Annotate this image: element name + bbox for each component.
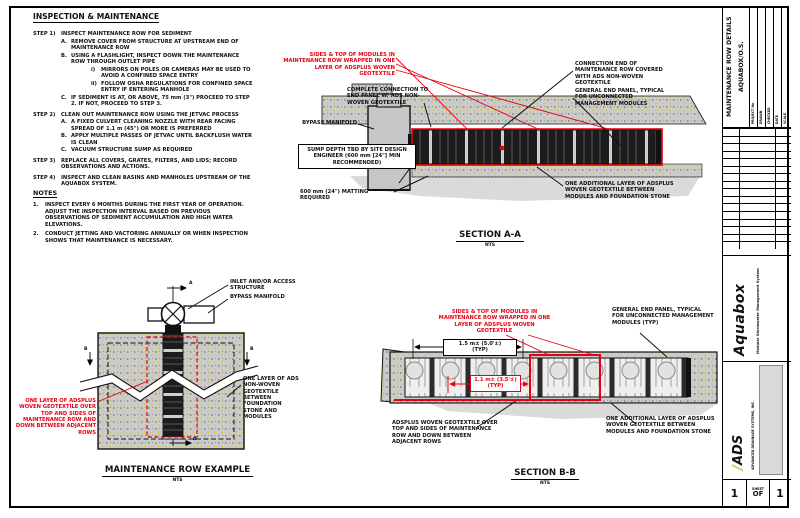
- title-block-field: SCALE: [781, 6, 789, 127]
- revision-row: [723, 218, 791, 227]
- plan-bypass-note: BYPASS MANIFOLD: [230, 294, 285, 300]
- inspection-step: STEP 4) INSPECT AND CLEAN BASINS AND MAN…: [33, 174, 251, 188]
- revision-row: [723, 158, 791, 166]
- section-bb-drawing: [380, 332, 718, 429]
- revision-row: [723, 135, 791, 144]
- cut-label-a-bottom: A: [193, 436, 197, 442]
- sheet-of-cell: SHEET OF: [746, 480, 769, 506]
- inspection-step: B. USING A FLASHLIGHT, INSPECT DOWN THE …: [61, 52, 240, 66]
- sheet-title-line1: MAINTENANCE ROW DETAILS: [726, 16, 733, 117]
- cut-label-b-right: B: [250, 346, 254, 352]
- bb-dim-module: 1.1 m± (3.5'±) (TYP): [470, 375, 521, 392]
- sheet-current-cell: 1: [730, 486, 739, 500]
- bb-title: SECTION B-B NTS: [480, 460, 610, 486]
- aa-foundation-note: ONE ADDITIONAL LAYER OF ADSPLUS WOVEN GE…: [565, 181, 674, 200]
- title-block-field: CHECKED: [765, 6, 773, 127]
- ads-logo-slash: /: [731, 465, 746, 470]
- brand-name: Aquabox: [732, 283, 748, 356]
- plan-title: MAINTENANCE ROW EXAMPLE NTS: [75, 457, 280, 483]
- title-block-gray-panel: [759, 365, 783, 475]
- sheet-number-box: 1 SHEET OF 1: [723, 480, 791, 506]
- revision-row: [723, 188, 791, 196]
- ads-logo: /ADS: [731, 370, 746, 470]
- bb-wrap-note: SIDES & TOP OF MODULES IN MAINTENANCE RO…: [438, 309, 551, 335]
- inspection-step: B. APPLY MULTIPLE PASSES OF JETVAC UNTIL…: [61, 133, 253, 146]
- aa-sump-note: SUMP DEPTH TBD BY SITE DESIGN ENGINEER (…: [298, 144, 416, 170]
- note-item: 1. INSPECT EVERY 6 MONTHS DURING THE FIR…: [33, 202, 244, 228]
- title-block-fields: PROJECT No. DRAWN CHECKED DATE: [749, 6, 789, 127]
- revision-row: [723, 165, 791, 174]
- brand-box: Aquabox Modular Stormwater Management Sy…: [723, 256, 791, 362]
- section-aa-drawing: [321, 57, 707, 201]
- title-block-field: DRAWN: [757, 6, 765, 127]
- aa-bypass-note: BYPASS MANIFOLD: [302, 120, 357, 126]
- sheet-title-line2: AQUABOX/O.S.: [738, 41, 745, 92]
- revision-row: [723, 211, 791, 219]
- plan-under-note: ONE LAYER OF ADS NON-WOVEN GEOTEXTILE BE…: [243, 376, 299, 421]
- inspection-step: STEP 3) REPLACE ALL COVERS, GRATES, FILT…: [33, 157, 238, 171]
- sheet-total-cell: 1: [769, 480, 790, 506]
- aa-end-panel-note: GENERAL END PANEL, TYPICAL FOR UNCONNECT…: [575, 88, 665, 107]
- brand-tagline: Modular Stormwater Management System: [756, 268, 760, 354]
- notes-list: 1. INSPECT EVERY 6 MONTHS DURING THE FIR…: [33, 199, 255, 244]
- inspection-step: STEP 1) INSPECT MAINTENANCE ROW FOR SEDI…: [33, 31, 192, 37]
- cut-label-a-top: A: [189, 280, 193, 286]
- revision-row: [723, 143, 791, 151]
- note-item: 2. CONDUCT JETTING AND VACTORING ANNUALL…: [33, 231, 248, 244]
- inspection-step: A. A FIXED CULVERT CLEANING NOZZLE WITH …: [61, 119, 236, 132]
- aa-matting-note: 600 mm (24") MATTING REQUIRED: [300, 189, 369, 202]
- title-block-field: PROJECT No.: [749, 6, 757, 127]
- title-block-header: MAINTENANCE ROW DETAILS AQUABOX/O.S. PRO…: [723, 6, 791, 128]
- cut-label-b-left: B: [84, 346, 88, 352]
- revision-row: [723, 173, 791, 181]
- company-name: ADVANCED DRAINAGE SYSTEMS, INC.: [751, 400, 755, 470]
- revision-row: [723, 203, 791, 212]
- revision-row: [723, 128, 791, 136]
- revision-table: [723, 128, 791, 256]
- ads-logo-text: ADS: [731, 435, 746, 466]
- inspection-heading: INSPECTION & MAINTENANCE: [33, 12, 160, 23]
- plan-drawing: [79, 284, 259, 450]
- inspection-step: STEP 2) CLEAN OUT MAINTENANCE ROW USING …: [33, 111, 239, 118]
- inspection-step: ii) FOLLOW OSHA REGULATIONS FOR CONFINED…: [91, 80, 253, 94]
- bb-end-panel-note: GENERAL END PANEL, TYPICAL FOR UNCONNECT…: [612, 307, 714, 326]
- title-block: MAINTENANCE ROW DETAILS AQUABOX/O.S. PRO…: [722, 6, 791, 508]
- bb-dim-spacing: 1.5 m± (5.0'±) (TYP): [443, 339, 517, 356]
- plan-wrap-note: ONE LAYER OF ADSPLUS WOVEN GEOTEXTILE OV…: [15, 398, 96, 436]
- inspection-step: C. IF SEDIMENT IS AT, OR ABOVE, 75 mm (3…: [61, 94, 250, 108]
- notes-heading: NOTES: [33, 189, 58, 198]
- aa-wrap-note: SIDES & TOP OF MODULES IN MAINTENANCE RO…: [283, 52, 395, 78]
- aa-connection-note: COMPLETE CONNECTION TO END PANEL W/ ADS …: [347, 87, 429, 106]
- inspection-step: A. REMOVE COVER FROM STRUCTURE AT UPSTRE…: [61, 38, 239, 52]
- title-block-field: DATE: [773, 6, 781, 127]
- revision-row: [723, 226, 791, 234]
- company-box: /ADS ADVANCED DRAINAGE SYSTEMS, INC.: [723, 362, 791, 480]
- aa-cover-end-note: CONNECTION END OF MAINTENANCE ROW COVERE…: [575, 61, 663, 87]
- revision-row: [723, 180, 791, 189]
- bb-foundation-note: ONE ADDITIONAL LAYER OF ADSPLUS WOVEN GE…: [606, 416, 715, 435]
- revision-row: [723, 150, 791, 159]
- aa-title: SECTION A-A NTS: [420, 222, 560, 248]
- revision-row: [723, 241, 791, 249]
- plan-inlet-note: INLET AND/OR ACCESS STRUCTURE: [230, 279, 296, 292]
- inspection-step: C. VACUUM STRUCTURE SUMP AS REQUIRED: [61, 147, 193, 153]
- inspection-steps-list: STEP 1) INSPECT MAINTENANCE ROW FOR SEDI…: [33, 27, 255, 188]
- revision-row: [723, 233, 791, 242]
- revision-row: [723, 195, 791, 204]
- inspection-step: i) MIRRORS ON POLES OR CAMERAS MAY BE US…: [91, 66, 251, 80]
- bb-over-note: ADSPLUS WOVEN GEOTEXTILE OVER TOP AND SI…: [392, 420, 498, 446]
